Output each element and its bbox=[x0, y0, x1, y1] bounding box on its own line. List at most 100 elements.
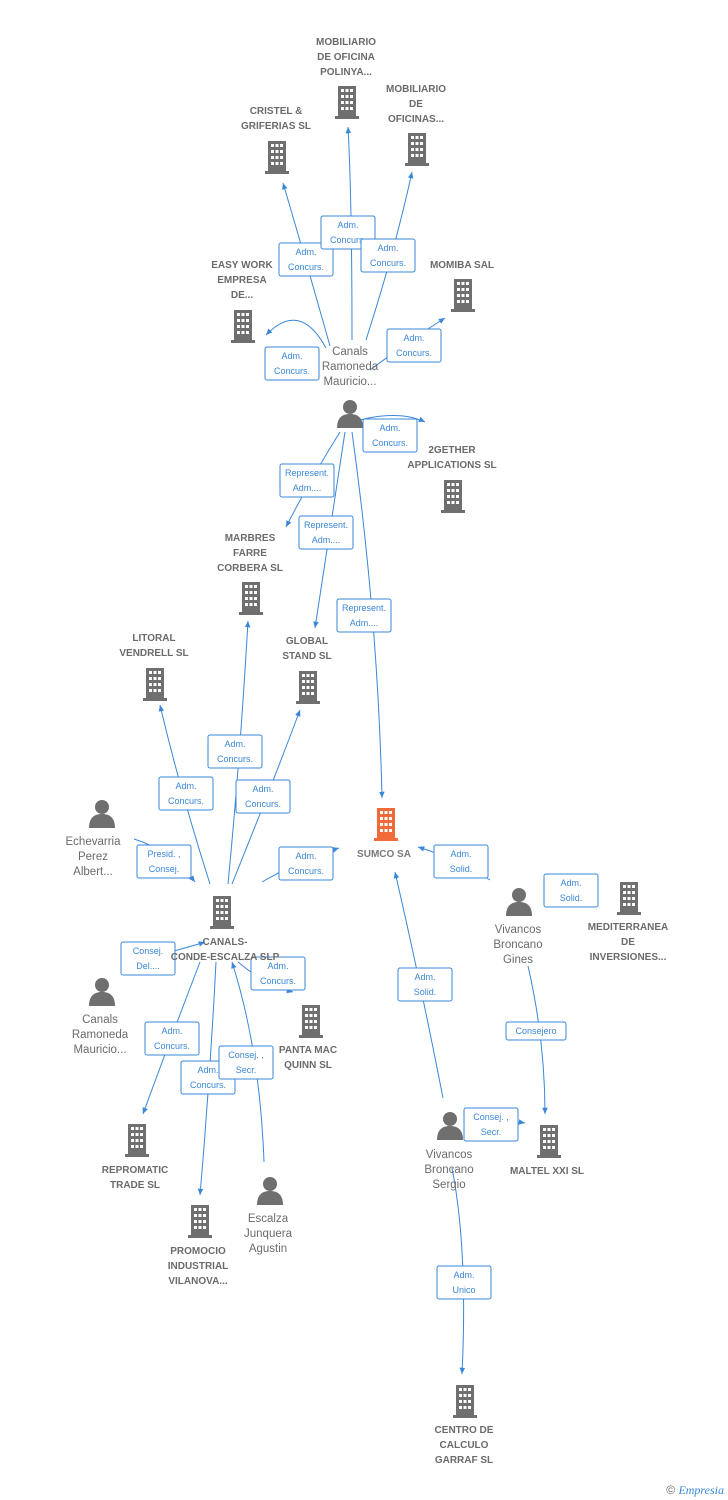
relation-label[interactable]: Adm.Concurs. bbox=[278, 242, 334, 277]
node-label: Echevarria bbox=[66, 836, 122, 848]
node-label: REPROMATIC bbox=[102, 1165, 168, 1176]
node-label: LITORAL bbox=[132, 633, 175, 644]
person-icon bbox=[89, 800, 115, 828]
relation-label[interactable]: Adm.Concurs. bbox=[360, 238, 416, 273]
relation-label[interactable]: Adm.Concurs. bbox=[207, 734, 263, 769]
relation-label[interactable]: Consej.Del.... bbox=[120, 941, 176, 976]
relation-label[interactable]: Adm.Concurs. bbox=[250, 956, 306, 991]
relation-label[interactable]: Represent.Adm.... bbox=[298, 515, 354, 550]
node-maltel[interactable]: MALTEL XXI SL bbox=[510, 1125, 584, 1177]
relation-label-text: Consej. , bbox=[473, 1112, 509, 1122]
relation-label[interactable]: Consej. ,Secr. bbox=[218, 1045, 274, 1080]
relation-label-text: Adm. bbox=[337, 220, 358, 230]
relation-label-box bbox=[264, 346, 320, 381]
node-label: CONDE-ESCALZA SLP bbox=[171, 952, 280, 963]
edge-canals-top-to-sumco: Represent.Adm.... bbox=[336, 431, 392, 799]
relation-label[interactable]: Adm.Solid. bbox=[543, 873, 599, 908]
building-icon bbox=[125, 1124, 149, 1157]
relation-label[interactable]: Adm.Solid. bbox=[397, 967, 453, 1002]
node-canals-bottom[interactable]: CanalsRamonedaMauricio... bbox=[72, 978, 129, 1056]
relation-label-text: Presid. , bbox=[147, 849, 180, 859]
node-litoral[interactable]: LITORAL VENDRELL SL bbox=[119, 633, 189, 701]
relation-label[interactable]: Represent.Adm.... bbox=[279, 463, 335, 498]
edge-vivancos-sergio-to-sumco: Adm.Solid. bbox=[393, 871, 453, 1099]
node-label: EMPRESA bbox=[217, 275, 266, 286]
relation-label-box bbox=[144, 1021, 200, 1056]
node-sumco[interactable]: SUMCO SA bbox=[357, 808, 411, 860]
relation-label-text: Concurs. bbox=[245, 799, 281, 809]
node-label: DE bbox=[621, 937, 635, 948]
edge-canals-bottom-to-canals-conde: Consej.Del.... bbox=[120, 941, 206, 976]
node-label: VILANOVA... bbox=[168, 1276, 227, 1287]
relation-label[interactable]: Adm.Concurs. bbox=[362, 418, 418, 453]
relation-label-text: Adm.... bbox=[293, 483, 322, 493]
node-mediterranea[interactable]: MEDITERRANEADEINVERSIONES... bbox=[588, 882, 669, 963]
node-echevarria[interactable]: EchevarriaPerezAlbert... bbox=[66, 800, 122, 878]
relation-label-box bbox=[397, 967, 453, 1002]
relation-label-text: Adm. bbox=[295, 851, 316, 861]
edge-connector bbox=[359, 414, 426, 423]
node-momiba[interactable]: MOMIBA SAL bbox=[430, 260, 494, 312]
node-canals-conde[interactable]: CANALS-CONDE-ESCALZA SLP bbox=[171, 896, 280, 963]
relation-label[interactable]: Consej. ,Secr. bbox=[463, 1107, 519, 1142]
node-label: Vivancos bbox=[426, 1149, 473, 1161]
edge-canals-top-to-mobiliario-polinya: Adm. Concurs. bbox=[320, 126, 376, 341]
relation-label[interactable]: Represent.Adm.... bbox=[336, 598, 392, 633]
edge-vivancos-sergio-to-maltel: Consej. ,Secr. bbox=[463, 1107, 526, 1142]
relation-label[interactable]: Presid. ,Consej. bbox=[136, 844, 192, 879]
node-cristel[interactable]: CRISTEL & GRIFERIAS SL bbox=[241, 106, 311, 174]
node-label: VENDRELL SL bbox=[119, 648, 188, 659]
relation-label[interactable]: Adm.Solid. bbox=[433, 844, 489, 879]
building-icon bbox=[374, 808, 398, 841]
node-label: INDUSTRIAL bbox=[168, 1261, 229, 1272]
node-label: GRIFERIAS SL bbox=[241, 121, 311, 132]
node-label: Mauricio... bbox=[73, 1044, 126, 1056]
edge-connector bbox=[265, 319, 327, 349]
node-label: SUMCO SA bbox=[357, 849, 411, 860]
node-label: CENTRO DE bbox=[435, 1425, 494, 1436]
relation-label-text: Solid. bbox=[450, 864, 473, 874]
relation-label[interactable]: Consejero bbox=[505, 1021, 567, 1041]
relation-label[interactable]: Adm.Unico bbox=[436, 1265, 492, 1300]
relation-label-text: Concurs. bbox=[217, 754, 253, 764]
person-icon bbox=[437, 1112, 463, 1140]
node-mobiliario-oficinas[interactable]: MOBILIARIODEOFICINAS... bbox=[386, 84, 446, 166]
node-label: CRISTEL & bbox=[250, 106, 303, 117]
relation-label[interactable]: Adm.Concurs. bbox=[278, 846, 334, 881]
node-label: Albert... bbox=[73, 866, 113, 878]
relation-label-text: Concurs. bbox=[330, 235, 366, 245]
relation-label[interactable]: Adm.Concurs. bbox=[144, 1021, 200, 1056]
brand-name: Empresia bbox=[678, 1483, 724, 1497]
relation-label-box bbox=[120, 941, 176, 976]
node-easywork[interactable]: EASY WORKEMPRESADE... bbox=[211, 260, 274, 343]
relation-label[interactable]: Adm.Concurs. bbox=[386, 328, 442, 363]
node-canals-top[interactable]: CanalsRamonedaMauricio... bbox=[322, 346, 379, 428]
building-icon bbox=[617, 882, 641, 915]
building-icon bbox=[537, 1125, 561, 1158]
relation-label[interactable]: Adm.Concurs. bbox=[158, 776, 214, 811]
node-label: CALCULO bbox=[440, 1440, 489, 1451]
edge-escalza-to-canals-conde: Consej. ,Secr. bbox=[218, 961, 274, 1163]
relation-label-box bbox=[218, 1045, 274, 1080]
node-label: INVERSIONES... bbox=[590, 952, 667, 963]
relation-label[interactable]: Adm.Concurs. bbox=[264, 346, 320, 381]
node-promocio[interactable]: PROMOCIOINDUSTRIALVILANOVA... bbox=[168, 1205, 229, 1287]
relation-label-text: Concurs. bbox=[260, 976, 296, 986]
relation-label-text: Adm. bbox=[377, 243, 398, 253]
relation-label[interactable]: Adm.Concurs. bbox=[235, 779, 291, 814]
relation-label-box bbox=[543, 873, 599, 908]
edge-vivancos-gines-to-mediterranea: Adm.Solid. bbox=[543, 873, 599, 908]
relation-label-text: Adm. bbox=[281, 351, 302, 361]
edges-layer: Adm. Concurs. Adm. Concurs. Adm. Concurs. Adm.… bbox=[120, 126, 599, 1375]
edge-vivancos-sergio-to-centro: Adm.Unico bbox=[436, 1167, 492, 1375]
